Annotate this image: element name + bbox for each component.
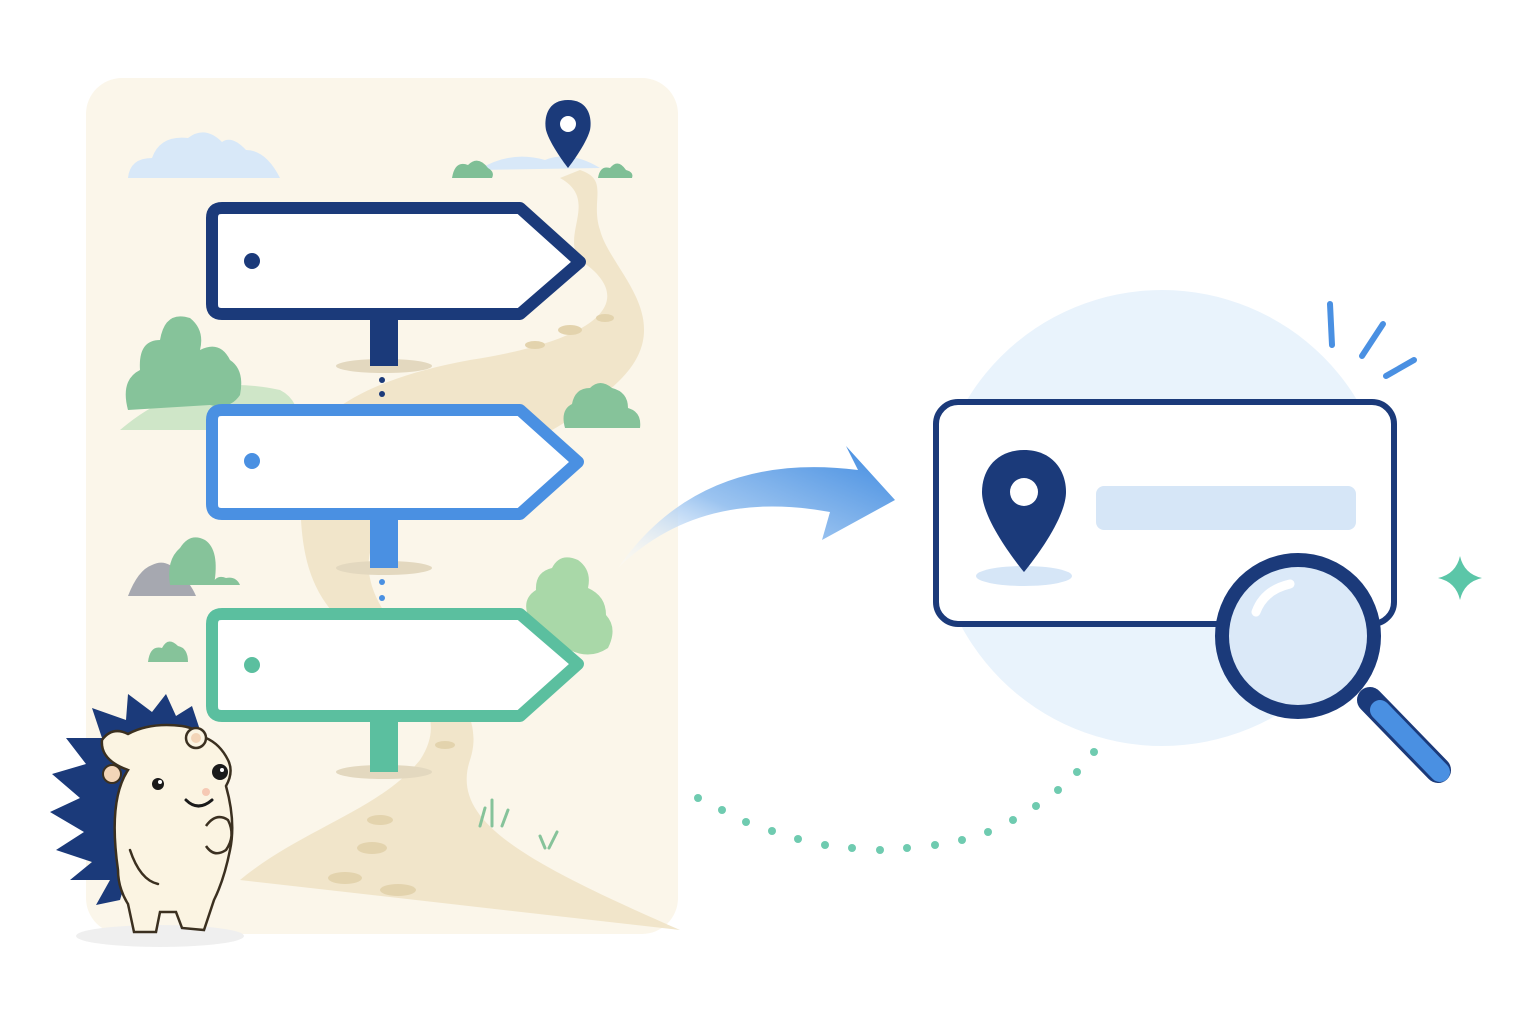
sign-board-2 [206,404,584,520]
path-stones [328,314,614,896]
cloud [128,132,280,178]
shrub-top-right [598,163,633,178]
hedgehog-mascot [50,694,244,947]
signpost-1 [206,202,586,373]
destination-pin-icon [545,100,591,168]
bush-large-left [125,316,242,410]
dotted-connector [694,712,1122,854]
connector-dots-1 [379,377,385,397]
connector-dots-2 [379,579,385,601]
location-pin-icon [982,450,1066,572]
rock [128,562,196,596]
sign-board-3 [206,608,584,722]
sparkle-icon [1438,556,1482,600]
signpost-2 [206,404,584,575]
search-bar-placeholder[interactable] [1096,486,1356,530]
mascot-eye-left [152,778,164,790]
mascot-body [100,723,234,934]
grass-tuft-1 [478,798,510,828]
shrub-top-left [452,160,493,178]
highlight-lines [1327,301,1417,379]
magnifying-glass-icon[interactable] [1215,553,1451,783]
winding-path [240,170,680,930]
curved-arrow-icon [618,446,895,568]
left-panel [86,78,680,934]
signpost-3 [206,608,584,779]
shrub-small-lower-left [148,641,188,662]
search-card-group [933,290,1482,783]
mascot-shadow [76,925,244,947]
mascot-smile [184,798,214,808]
sign-board-1 [206,202,586,320]
mascot-nose [212,764,228,780]
grass-tuft-2 [538,830,559,850]
bush-right-mid [563,383,641,428]
bush-small-left [169,537,240,585]
